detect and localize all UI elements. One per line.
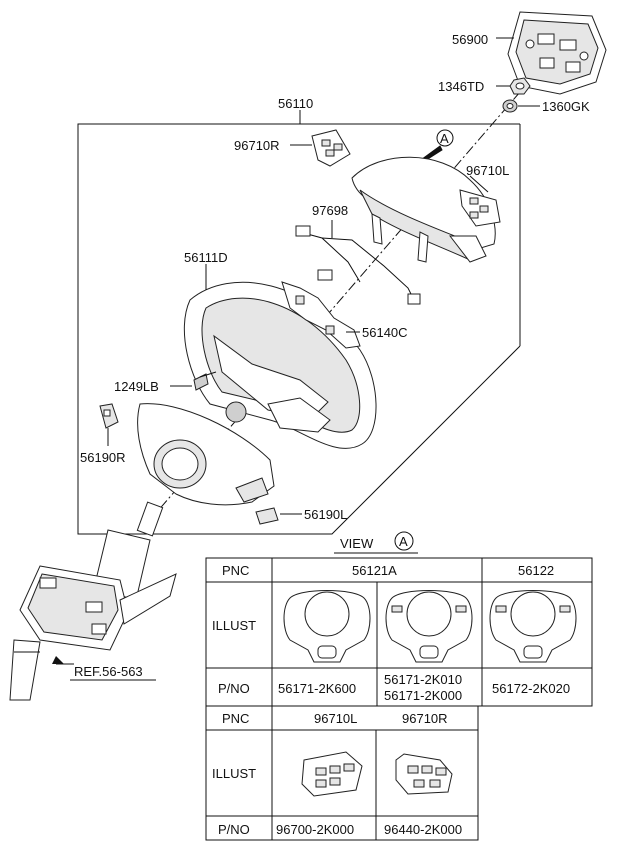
washer-1360gk — [502, 99, 518, 113]
callout-ref-56-563: REF.56-563 — [74, 664, 143, 679]
table-pno-label-1: P/NO — [218, 681, 250, 696]
lower-cover — [137, 403, 275, 506]
table-illust-label-2: ILLUST — [212, 766, 256, 781]
table-pno-56171-2k600: 56171-2K600 — [278, 681, 356, 696]
switch-96710l-part — [459, 189, 501, 227]
view-title-circle — [394, 531, 414, 551]
table-pnc-56122: 56122 — [518, 563, 554, 578]
callout-56110: 56110 — [278, 96, 313, 111]
view-a-letter: A — [440, 131, 449, 146]
callout-96710r: 96710R — [234, 138, 280, 153]
switch-96710r-part — [311, 129, 351, 167]
callout-56111d: 56111D — [184, 250, 228, 265]
bracket-56190r-part — [99, 403, 119, 429]
bolt-1249lb — [193, 371, 217, 391]
callout-96710l: 96710L — [466, 163, 509, 178]
table-illust-label-1: ILLUST — [212, 618, 256, 633]
table-pnc-label-2: PNC — [222, 711, 249, 726]
cap-56190l-part — [255, 507, 279, 525]
table-pno-56171-2k010: 56171-2K010 — [384, 672, 462, 687]
callout-56900: 56900 — [452, 32, 488, 47]
callout-56140c: 56140C — [362, 325, 408, 340]
table-pno-96440-2k000: 96440-2K000 — [384, 822, 462, 837]
table-pnc-96710r: 96710R — [402, 711, 448, 726]
illust-switch-96700-2k000 — [301, 751, 363, 797]
callout-1360gk: 1360GK — [542, 99, 590, 114]
table-pno-label-2: P/NO — [218, 822, 250, 837]
callout-1346td: 1346TD — [438, 79, 484, 94]
table-pnc-56121a: 56121A — [352, 563, 397, 578]
view-title-marker: A — [399, 534, 408, 549]
table-pnc-96710l: 96710L — [314, 711, 357, 726]
callout-1249lb: 1249LB — [114, 379, 159, 394]
illust-wheel-56171-2k010 — [385, 590, 473, 663]
illust-wheel-56171-2k600 — [283, 590, 371, 663]
table-pno-96700-2k000: 96700-2K000 — [276, 822, 354, 837]
callout-56190r: 56190R — [80, 450, 126, 465]
table-pno-56171-2k000: 56171-2K000 — [384, 688, 462, 703]
callout-97698: 97698 — [312, 203, 348, 218]
table-pnc-label-1: PNC — [222, 563, 249, 578]
airbag-module-56900 — [507, 11, 607, 95]
paddle-shift-56140c — [281, 281, 361, 349]
illust-switch-96440-2k000 — [395, 753, 453, 795]
horn-cover — [351, 156, 496, 263]
callout-56190l: 56190L — [304, 507, 347, 522]
parts-table — [205, 557, 593, 841]
view-title: VIEW — [340, 536, 374, 551]
wiring-harness-97698 — [295, 225, 421, 305]
steering-column — [9, 501, 177, 701]
assembly-frame — [77, 123, 521, 535]
illust-wheel-56172-2k020 — [489, 590, 577, 663]
table-pno-56172-2k020: 56172-2K020 — [492, 681, 570, 696]
